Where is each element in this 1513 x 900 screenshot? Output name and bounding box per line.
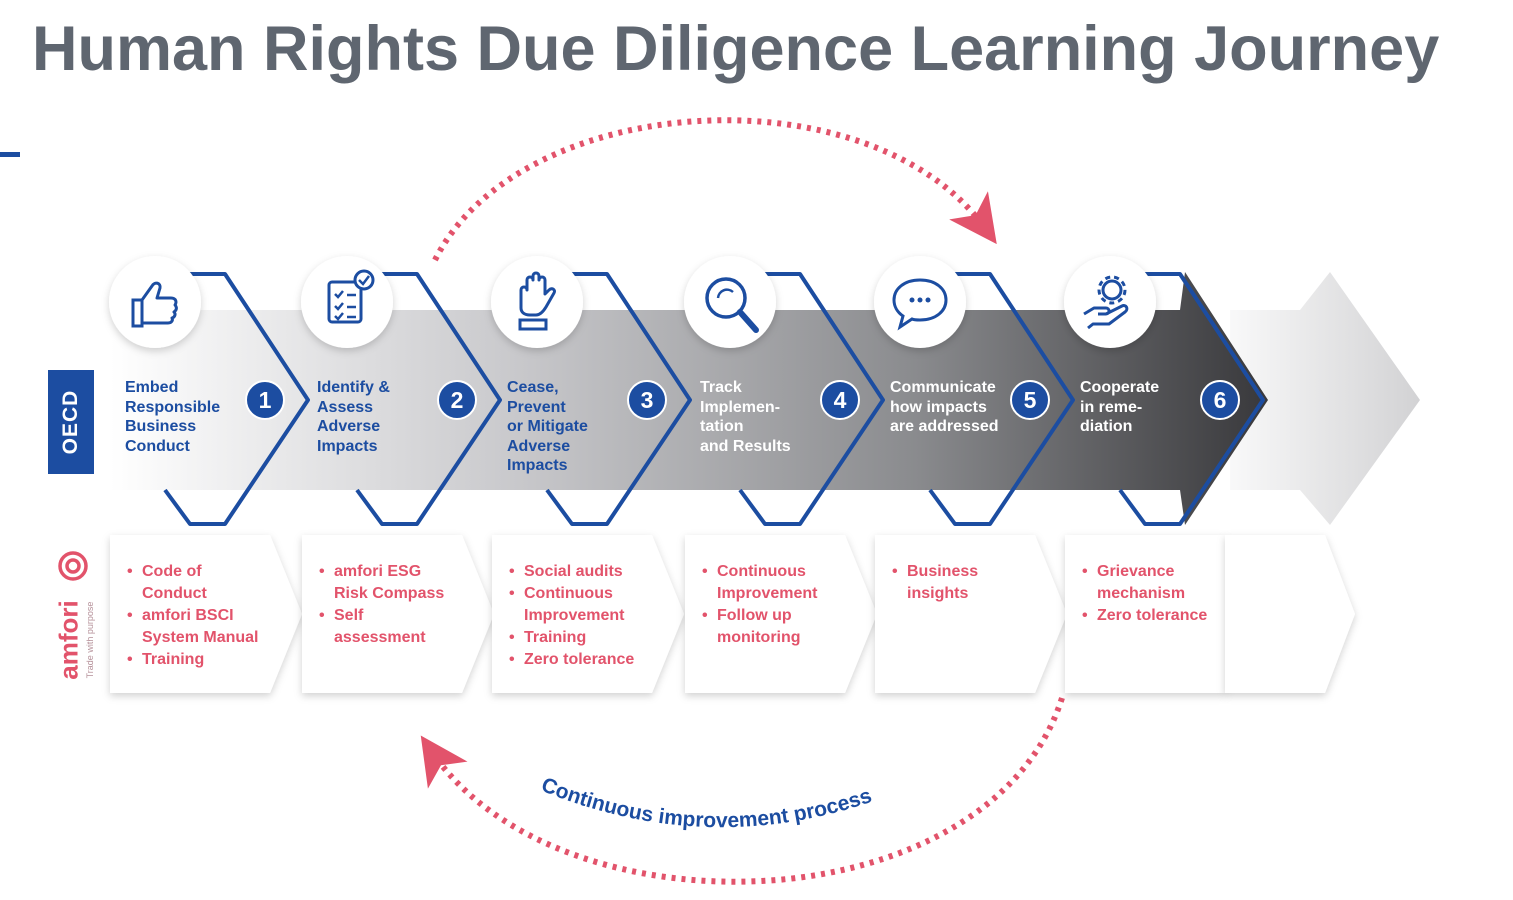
step-6-chevron	[1118, 272, 1265, 526]
step-3-chevron	[545, 272, 692, 526]
step-2-amfori-list: amfori ESG Risk CompassSelf assessment	[319, 561, 444, 649]
oecd-label-box: OECD	[48, 370, 94, 474]
step-4-number-badge	[820, 380, 860, 420]
gear-hand-icon	[1083, 275, 1129, 330]
list-item: Zero tolerance	[1082, 605, 1207, 627]
step-5-chevron	[928, 272, 1075, 526]
step-6-number: 6	[1214, 387, 1227, 413]
step-3-number: 3	[641, 387, 654, 413]
list-item: Social audits	[509, 561, 634, 583]
step-4-title-line: Implemen-	[700, 398, 781, 416]
step-3-amfori-list: Social auditsContinuous ImprovementTrain…	[509, 561, 634, 671]
step-3-title-line: or Mitigate	[507, 418, 588, 435]
list-item: Code of Conduct	[127, 561, 258, 605]
list-item: Continuous Improvement	[509, 583, 634, 627]
step-1-number-badge	[245, 380, 285, 420]
step-3-title-line: Prevent	[507, 398, 566, 416]
list-item: Self assessment	[319, 605, 444, 649]
step-6-title-line: Cooperate	[1080, 379, 1160, 396]
step-1-chevron	[163, 272, 310, 526]
step-2-title-line: Assess	[317, 398, 374, 416]
step-2-number-badge	[437, 380, 477, 420]
step-5-amfori-list: Business insights	[892, 561, 978, 605]
magnifier-icon	[705, 277, 759, 333]
step-3-title-line: Cease,	[507, 379, 559, 396]
title-accent-bar	[0, 152, 20, 157]
step-4-amfori-list: Continuous ImprovementFollow up monitori…	[702, 561, 817, 649]
step-1-amfori-list: Code of Conductamfori BSCI System Manual…	[127, 561, 258, 671]
step-3-icon-circle	[491, 256, 583, 348]
step-6-title-line: diation	[1080, 418, 1133, 435]
list-item: Grievance mechanism	[1082, 561, 1207, 605]
step-5-number: 5	[1024, 387, 1037, 413]
step-4-chevron	[738, 272, 885, 526]
page-title: Human Rights Due Diligence Learning Jour…	[32, 14, 1440, 84]
step-2-title-line: Impacts	[317, 437, 378, 455]
step-5-title: Communicate how impacts are addressed	[890, 378, 999, 437]
step-1-title-line: Responsible	[125, 398, 221, 416]
step-6-title-line: in reme-	[1080, 398, 1143, 416]
step-4-number: 4	[834, 387, 847, 413]
oecd-label: OECD	[59, 389, 82, 455]
step-3-title-line: Adverse	[507, 437, 571, 455]
raised-hand-icon	[518, 271, 556, 331]
step-5-title-line: are addressed	[890, 418, 999, 435]
list-item: Follow up monitoring	[702, 605, 817, 649]
step-1-title-line: Embed	[125, 379, 179, 396]
step-4-title-line: Track	[700, 379, 742, 396]
band-tail-arrow	[1230, 272, 1420, 525]
step-2-title-line: Adverse	[317, 418, 381, 435]
amfori-wordmark: amfori	[53, 600, 84, 680]
step-2-chevron	[355, 272, 502, 526]
step-4-icon-circle	[684, 256, 776, 348]
thumbs-up-icon	[131, 281, 178, 328]
list-item: Training	[509, 627, 634, 649]
step-3-number-badge	[627, 380, 667, 420]
checklist-icon	[327, 269, 375, 324]
list-item: amfori BSCI System Manual	[127, 605, 258, 649]
list-item: amfori ESG Risk Compass	[319, 561, 444, 605]
amfori-label-box: amfori Trade with purpose	[50, 548, 96, 688]
amfori-end-panel	[1225, 535, 1355, 693]
step-3-title-line: Impacts	[507, 457, 568, 474]
step-5-title-line: Communicate	[890, 379, 996, 396]
step-5-number-badge	[1010, 380, 1050, 420]
step-5-amfori-panel	[875, 535, 1067, 693]
list-item: Continuous Improvement	[702, 561, 817, 605]
list-item: Zero tolerance	[509, 649, 634, 671]
step-6-title: Cooperate in reme-diation	[1080, 378, 1159, 437]
step-4-title-line: and Results	[700, 437, 791, 455]
speech-bubble-icon	[892, 278, 948, 331]
step-1-icon-circle	[109, 256, 201, 348]
step-2-title-line: Identify &	[317, 379, 390, 396]
step-6-number-badge	[1200, 380, 1240, 420]
cycle-arrow-top	[432, 117, 997, 262]
cycle-label: Continuous improvement process	[538, 773, 874, 832]
step-5-title-line: how impacts	[890, 398, 987, 416]
step-1-title-line: Business	[125, 418, 197, 435]
list-item: Business insights	[892, 561, 978, 605]
step-6-amfori-list: Grievance mechanismZero tolerance	[1082, 561, 1207, 627]
step-2-number: 2	[451, 387, 464, 413]
step-2-icon-circle	[301, 256, 393, 348]
cycle-arrow-bottom	[420, 697, 1065, 885]
amfori-logo-icon	[58, 551, 88, 581]
step-1-number: 1	[259, 387, 272, 413]
amfori-tagline: Trade with purpose	[85, 601, 95, 679]
list-item: Training	[127, 649, 258, 671]
step-4-title-line: tation	[700, 418, 744, 435]
step-1-title-line: Conduct	[125, 437, 190, 455]
